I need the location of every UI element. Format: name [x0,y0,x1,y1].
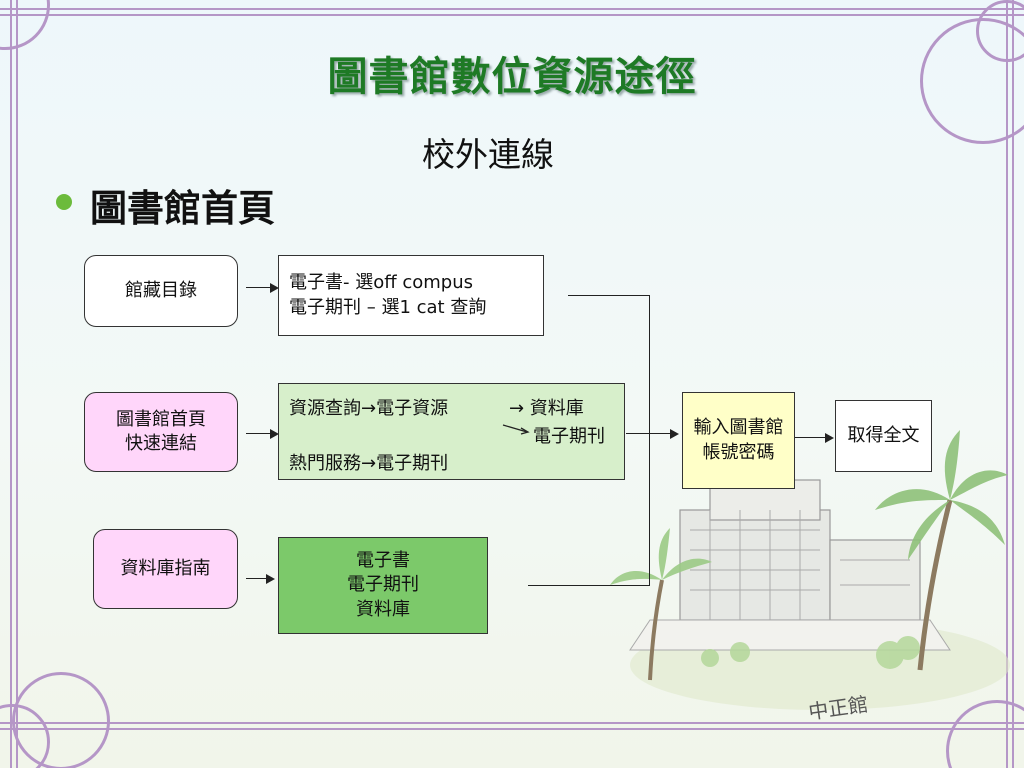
catalog-step-1: 電子書- 選off compus [289,272,474,294]
frame-circle-right-small [976,0,1024,62]
arrow-quick-head-icon [270,429,279,439]
quick-step-database: → 資料庫 [509,398,584,419]
frame-bottom-line-2 [0,728,1024,730]
connector-vertical [649,295,650,586]
quick-links-line-2: 快速連結 [125,433,197,454]
db-guide-source-box: 資料庫指南 [93,529,238,609]
connector-to-login [626,433,672,434]
guide-item-database: 資料庫 [356,598,410,620]
frame-right-line [1006,0,1008,768]
guide-item-ebook: 電子書 [356,550,410,572]
frame-left-line [10,0,12,768]
connector-bottom-horizontal [528,585,650,586]
diagonal-arrow-icon [502,424,530,435]
catalog-source-box: 館藏目錄 [84,255,238,327]
frame-right-line-2 [1012,0,1014,768]
slide-subtitle: 校外連線 [422,135,554,174]
fulltext-result-box: 取得全文 [835,400,932,472]
arrow-catalog-head-icon [270,283,279,293]
arrow-catalog-line [246,287,272,288]
frame-circle-top-left [0,0,50,50]
guide-item-ejournal: 電子期刊 [347,574,419,596]
connector-to-result [795,437,827,438]
arrow-guide-line [246,578,268,579]
db-guide-steps-box: 電子書 電子期刊 資料庫 [278,537,488,634]
arrow-guide-head-icon [266,574,275,584]
connector-top-horizontal [568,295,650,296]
frame-bottom-line [0,722,1024,724]
slide-title: 圖書館數位資源途徑 [327,53,697,100]
arrow-result-head-icon [825,433,834,443]
fulltext-result-label: 取得全文 [847,424,920,446]
bullet-text: 圖書館首頁 [90,186,275,230]
catalog-steps-box: 電子書- 選off compus 電子期刊 – 選1 cat 查詢 [278,255,544,336]
arrow-quick-line [246,433,272,434]
quick-step-popular-services: 熱門服務→電子期刊 [289,453,449,474]
arrow-login-head-icon [670,429,679,439]
frame-circle-bottom-left-2 [0,704,50,768]
frame-left-line-2 [16,0,18,768]
quick-links-source-box: 圖書館首頁 快速連結 [84,392,238,472]
catalog-source-label: 館藏目錄 [125,279,197,301]
quick-step-ejournal: 電子期刊 [533,426,605,447]
building-sketch-illustration [610,430,1010,710]
quick-links-steps-box: 資源查詢→電子資源 → 資料庫 電子期刊 熱門服務→電子期刊 [278,383,625,480]
db-guide-label: 資料庫指南 [120,557,211,579]
bullet-dot-icon [56,194,72,210]
frame-top-line-2 [0,14,1024,16]
catalog-step-2: 電子期刊 – 選1 cat 查詢 [289,296,487,318]
login-line-2: 帳號密碼 [702,441,775,463]
login-line-1: 輸入圖書館 [693,417,784,439]
frame-top-line [0,8,1024,10]
login-box: 輸入圖書館 帳號密碼 [682,392,795,489]
quick-links-line-1: 圖書館首頁 [116,408,206,430]
quick-step-resource-search: 資源查詢→電子資源 [289,398,449,419]
frame-circle-top-right [920,18,1024,144]
